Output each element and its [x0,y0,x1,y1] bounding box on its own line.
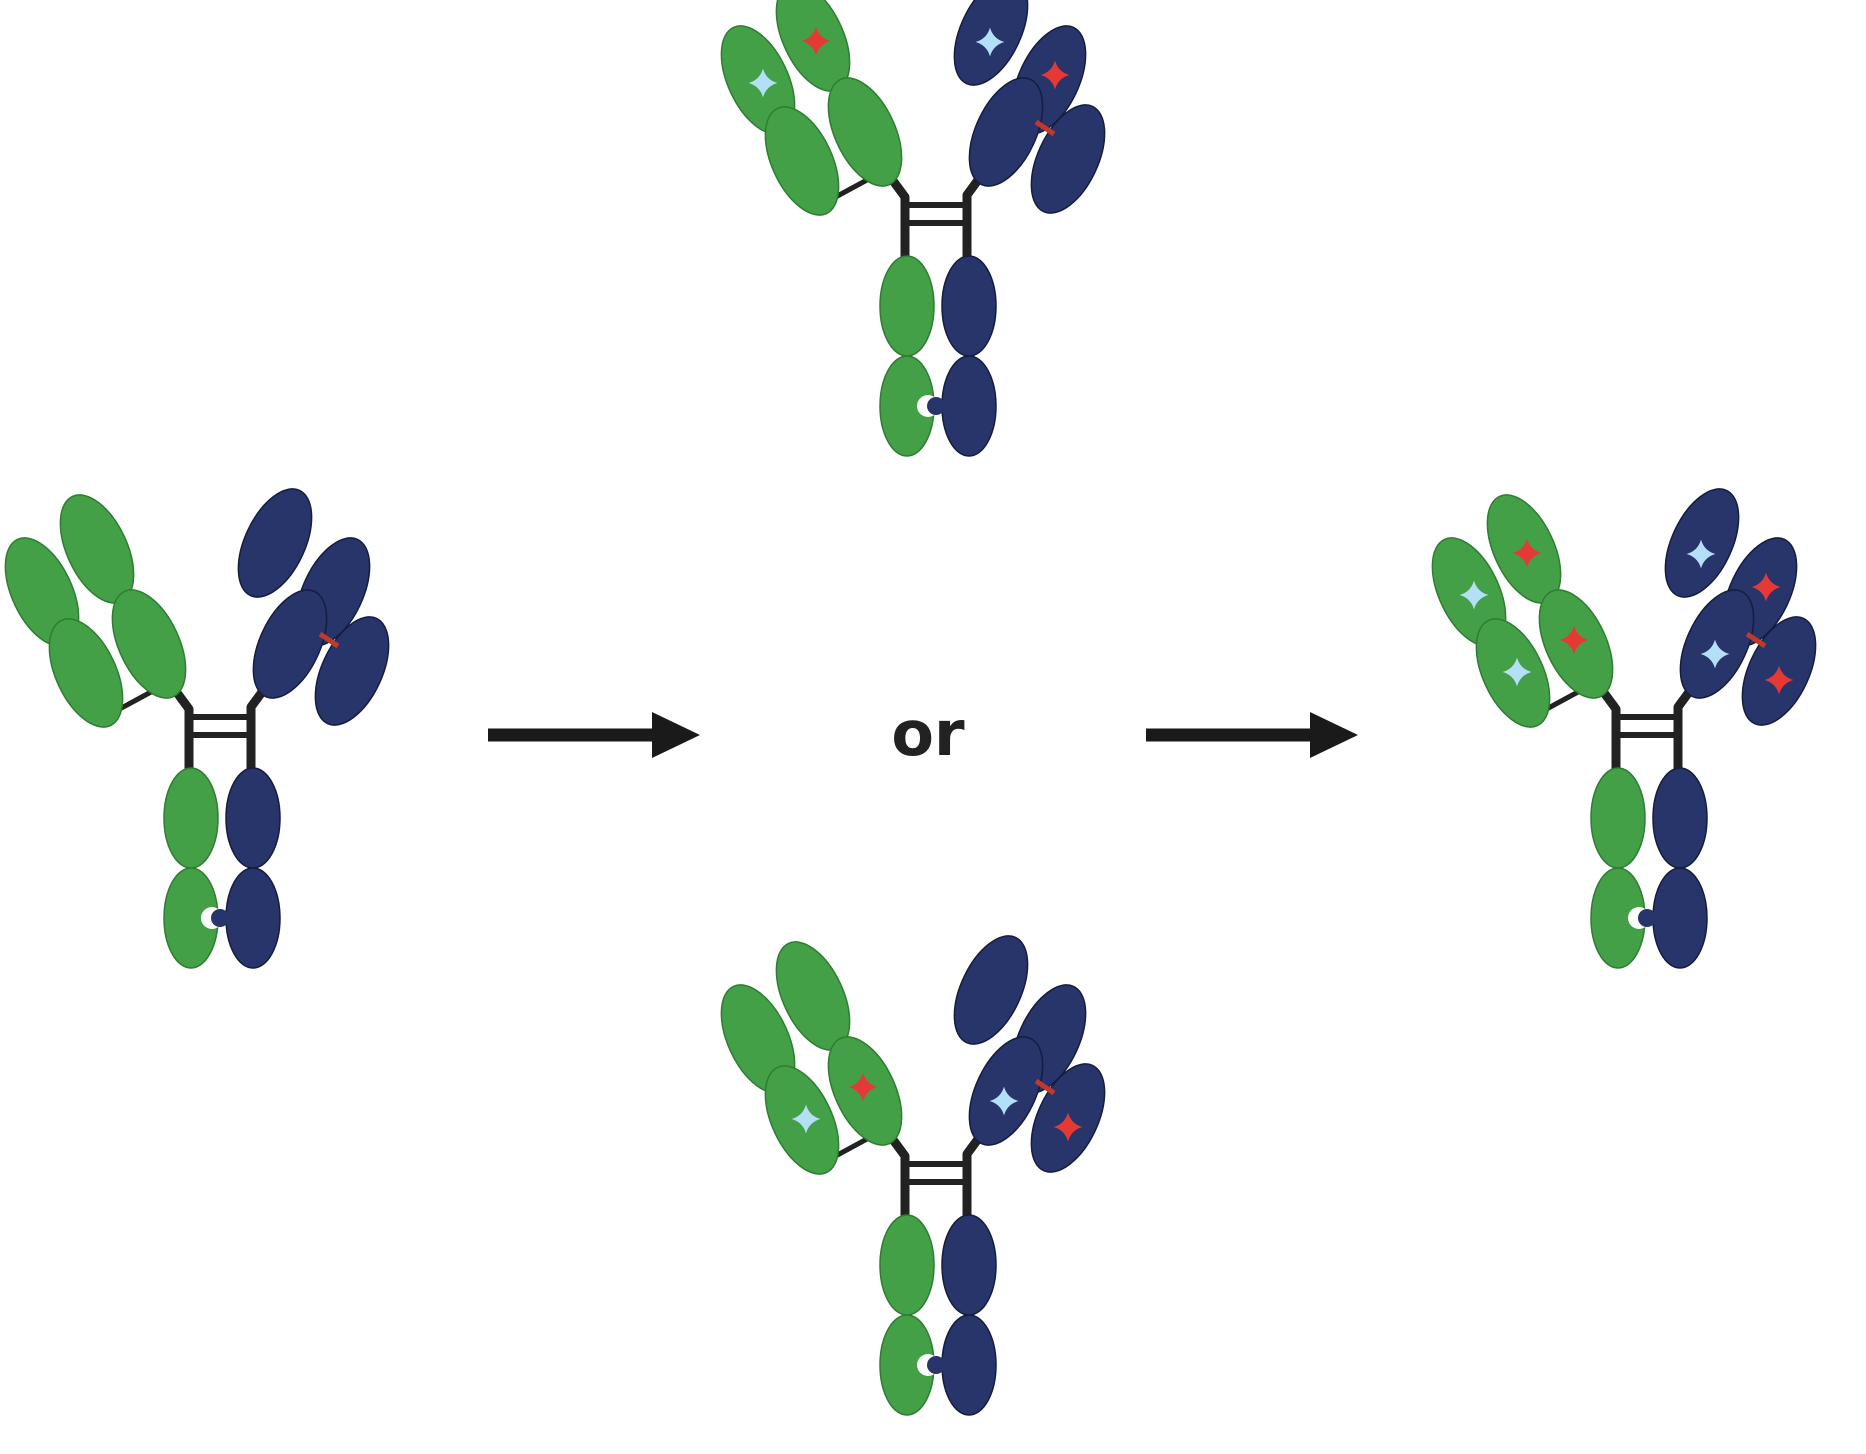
ch3-domain-blue [225,867,281,969]
ch2-domain-blue [1652,767,1708,869]
ch1-domain-green [48,618,124,728]
hinge-left [887,175,910,259]
hinge-region [817,171,985,259]
knob-neck [936,400,950,412]
hinge-left [887,1134,910,1218]
hinge-region [817,1130,985,1218]
cl-domain-green [111,589,187,699]
hinge-right [962,1132,985,1218]
knob-neck [1647,912,1661,924]
hinge-left [1598,687,1621,771]
hinge-region [1528,683,1696,771]
engineered-disulfide [318,631,340,649]
arrow-left [488,712,700,758]
knob-neck [220,912,234,924]
ch2-domain-blue [941,1214,997,1316]
hinge-region [101,683,269,771]
hinge-left [171,687,194,771]
arrow-right [1146,712,1358,758]
ch2-domain-blue [225,767,281,869]
or-label: or [891,697,965,770]
ch3-domain-blue [1652,867,1708,969]
ch1-domain-blue [1679,589,1755,699]
ch2-domain-blue [941,255,997,357]
ch2-domain-green [163,767,219,869]
engineered-disulfide [1034,119,1056,137]
ch1-domain-green [764,106,840,216]
ch3-domain-blue [941,355,997,457]
engineered-disulfide [1034,1078,1056,1096]
ch3-domain-blue [941,1314,997,1416]
antibody-option-top [720,0,1106,457]
antibody-starting [4,488,390,969]
antibody-option-bottom [720,935,1106,1416]
hinge-right [962,173,985,259]
ch2-domain-green [1590,767,1646,869]
cl-domain-green [827,77,903,187]
ch1-domain-blue [252,589,328,699]
engineered-disulfide [1745,631,1767,649]
vh-domain-blue [237,488,313,598]
ch2-domain-green [879,255,935,357]
antibody-product [1431,488,1817,969]
hinge-right [246,685,269,771]
ch1-domain-blue [968,1036,1044,1146]
hinge-right [1673,685,1696,771]
ch2-domain-green [879,1214,935,1316]
knob-neck [936,1359,950,1371]
vh-domain-blue [953,935,1029,1045]
ch1-domain-blue [968,77,1044,187]
